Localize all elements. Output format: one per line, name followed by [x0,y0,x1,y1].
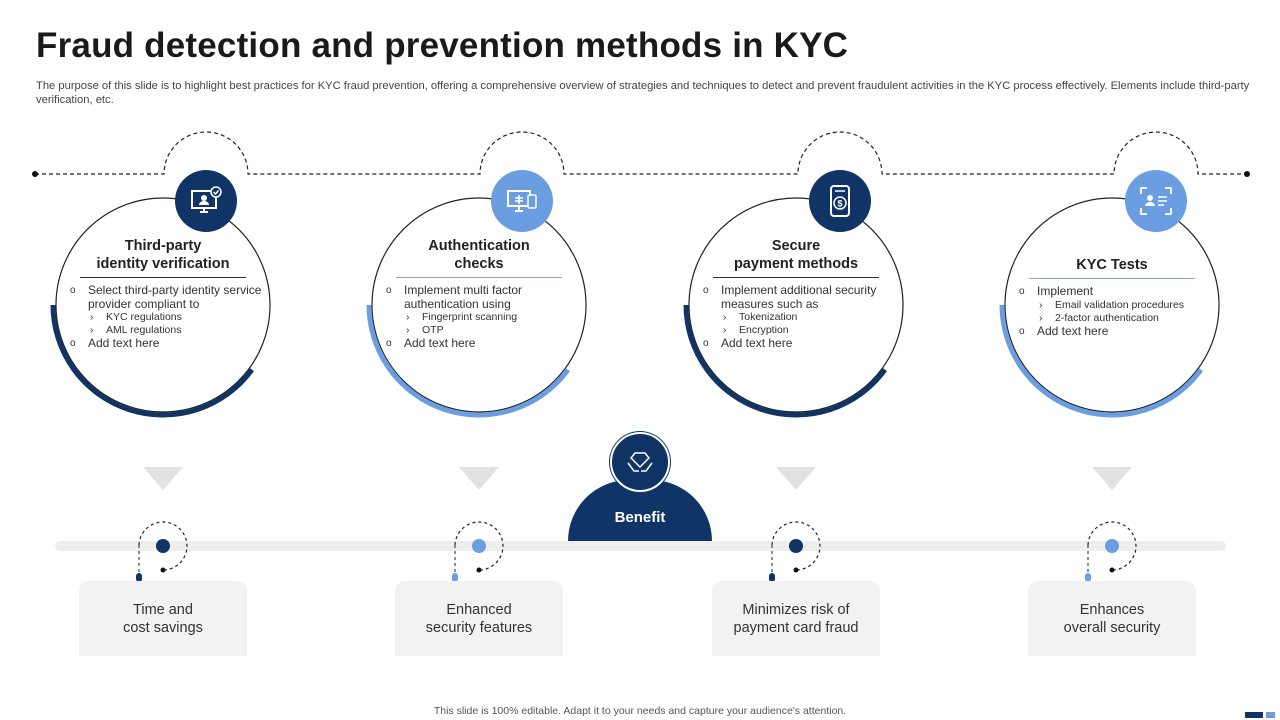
method-title-line-1: Secure [771,238,821,254]
benefit-text: Enhanced security features [425,601,533,636]
timeline-dot [472,539,486,553]
diamond-hands-icon [610,432,670,492]
connector-pin [452,573,458,582]
connector-pin [1085,573,1091,582]
page-description: The purpose of this slide is to highligh… [36,80,1250,106]
down-triangle [1092,467,1132,490]
loop-dot [793,567,799,573]
top-dashed-line [35,131,1247,175]
bullet-item: Add text here [372,336,586,351]
timeline-dot [1105,539,1119,553]
method-title-line-2: payment methods [733,256,859,272]
id-card-scan-icon [1125,170,1187,232]
method-card: Authentication checks Implement multi fac… [372,237,586,351]
benefit-label: Benefit [614,509,666,526]
identity-monitor-check-icon [175,170,237,232]
bullet-item: Implement [1005,284,1219,299]
benefit-box: Time and cost savings [79,581,247,656]
dashed-loop [138,521,188,571]
title-divider [1029,278,1195,279]
method-card: Third-party identity verification Select … [56,237,270,351]
bullet-item: Add text here [689,336,903,351]
title-divider [713,277,879,278]
slide-marker-2 [1266,712,1275,718]
timeline-dot [789,539,803,553]
method-bullets: Implement additional security measures s… [689,283,903,351]
sub-bullet-item: KYC regulations [56,311,270,324]
sub-bullet-item: Fingerprint scanning [372,311,586,324]
method-title-line-1: Third-party [124,238,202,254]
benefit-box: Enhanced security features [395,581,563,656]
benefit-text: Minimizes risk of payment card fraud [733,601,859,636]
method-card: KYC Tests Implement Email validation pro… [1005,256,1219,338]
line-end-dot [32,171,38,177]
sub-bullet-item: AML regulations [56,324,270,337]
method-title: KYC Tests [1005,256,1219,274]
method-card: Secure payment methods Implement addition… [689,237,903,351]
sub-bullet-item: Encryption [689,324,903,337]
svg-text:$: $ [837,199,842,209]
bullet-item: Add text here [56,336,270,351]
method-bullets: Select third-party identity service prov… [56,283,270,351]
down-triangle [143,467,183,490]
loop-dot [1109,567,1115,573]
benefit-box: Minimizes risk of payment card fraud [712,581,880,656]
footer-note: This slide is 100% editable. Adapt it to… [433,705,847,717]
benefit-box: Enhances overall security [1028,581,1196,656]
loop-dot [160,567,166,573]
down-triangle [776,467,816,490]
line-end-dot [1244,171,1250,177]
loop-dot [476,567,482,573]
method-title-line-2: checks [454,256,504,272]
timeline-dot [156,539,170,553]
payment-phone-icon: $ [809,170,871,232]
bullet-item: Implement multi factor authentication us… [372,283,586,311]
page-title: Fraud detection and prevention methods i… [36,26,849,65]
method-title: Secure payment methods [689,237,903,273]
bullet-item: Add text here [1005,324,1219,339]
connector-pin [769,573,775,582]
method-bullets: Implement multi factor authentication us… [372,283,586,351]
sub-bullet-item: OTP [372,324,586,337]
connector-pin [136,573,142,582]
slide-marker [1245,712,1263,718]
sub-bullet-item: 2-factor authentication [1005,312,1219,325]
dashed-loop [454,521,504,571]
bullet-item: Implement additional security measures s… [689,283,903,311]
dashed-loop [771,521,821,571]
method-title: Third-party identity verification [56,237,270,273]
title-divider [396,277,562,278]
computer-fingerprint-icon [491,170,553,232]
title-divider [80,277,246,278]
method-title: Authentication checks [372,237,586,273]
bullet-item: Select third-party identity service prov… [56,283,270,311]
method-title-line-1: Authentication [428,238,530,254]
sub-bullet-item: Email validation procedures [1005,299,1219,312]
method-title-line-2: identity verification [96,256,230,272]
timeline-track [55,541,1226,551]
dashed-loop [1087,521,1137,571]
sub-bullet-item: Tokenization [689,311,903,324]
accent-arc [999,304,1204,418]
down-triangle [459,467,499,490]
method-bullets: Implement Email validation procedures 2-… [1005,284,1219,339]
benefit-text: Time and cost savings [123,601,203,636]
method-title-line-1: KYC Tests [1076,257,1148,273]
benefit-text: Enhances overall security [1063,601,1161,636]
